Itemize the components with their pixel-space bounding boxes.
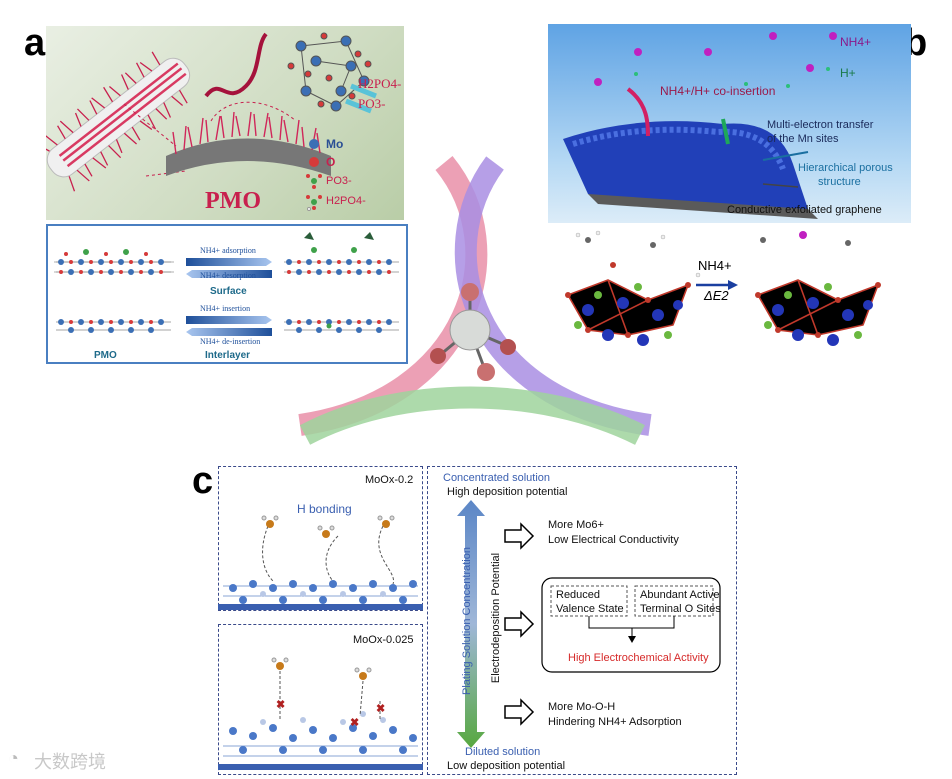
desorption-label: NH4+ desorption <box>200 271 256 280</box>
structure-left <box>565 230 701 346</box>
nh4-adsorbed-2 <box>317 525 335 538</box>
diluted-label: Diluted solution <box>465 746 541 758</box>
adsorption-label: NH4+ adsorption <box>200 246 256 255</box>
arrow-right-3 <box>504 698 535 726</box>
surface-label: Surface <box>210 286 247 297</box>
abundant-label-2: Terminal O Sites <box>640 603 721 615</box>
pmo-nanowire-illustration <box>46 32 377 211</box>
nh4-adsorbed-1 <box>261 515 279 528</box>
abundant-label-1: Abundant Active <box>640 589 720 601</box>
pmo-molecule <box>287 32 372 112</box>
desorption-arrow <box>186 270 272 278</box>
interlayer-chain-left <box>56 319 171 333</box>
surface-chain-right <box>284 232 399 275</box>
reduced-label-2: Valence State <box>556 603 624 615</box>
insertion-label: NH4+ insertion <box>200 304 251 313</box>
legend-mo-label: Mo <box>326 137 344 151</box>
reduced-box <box>550 585 628 617</box>
structure-right <box>755 231 881 346</box>
blocked-x-icon-3: ✖ <box>376 703 385 715</box>
nh4-free-1 <box>271 657 289 670</box>
pmo-title: PMO <box>205 188 261 214</box>
legend-o-label: O <box>326 155 336 169</box>
blocked-x-icon-2: ✖ <box>350 717 359 729</box>
nh4-adsorbed-3 <box>377 515 395 528</box>
watermark-text: 大数跨境 <box>34 752 106 772</box>
panel-a-mechanism-box <box>46 224 408 364</box>
legend-po3-label: PO3- <box>326 175 352 187</box>
more-moh-label: More Mo-O-H <box>548 701 616 713</box>
arrow-right-1 <box>504 522 535 550</box>
axis-potential-label: Electrodeposition Potential <box>490 552 502 684</box>
legend-nh4-label: NH4+ <box>840 35 872 49</box>
legend-o-icon <box>309 157 319 167</box>
moox-surfaces-illustration: ✖ ✖ ✖ <box>218 515 423 770</box>
green-arc <box>299 386 645 445</box>
legend-po3-icon <box>306 174 322 189</box>
high-deposition-label: High deposition potential <box>447 486 568 498</box>
axis-concentration-label: Plating Solution Concentration <box>461 547 473 695</box>
interlayer-chain-right <box>284 319 399 333</box>
pink-arc <box>298 156 488 436</box>
coinsertion-label: NH4+/H+ co-insertion <box>660 84 776 98</box>
nh4-free-2 <box>354 667 372 680</box>
low-deposition-label: Low deposition potential <box>447 760 566 772</box>
surface-0025: ✖ ✖ ✖ <box>218 657 423 770</box>
adsorption-arrow <box>186 258 272 266</box>
concentration-gradient-arrow <box>457 500 721 748</box>
structure-arrow-bottom-label: ΔE2 <box>704 288 729 303</box>
panel-a-letter: a <box>24 22 46 64</box>
surface-02 <box>218 515 423 610</box>
moox-0025-label: MoOx-0.025 <box>353 634 414 646</box>
reduced-label-1: Reduced <box>556 589 601 601</box>
pmo-small-label: PMO <box>94 350 117 361</box>
activity-box <box>541 577 721 673</box>
nh4-molecule-icon <box>430 283 516 381</box>
graphene-label: Conductive exfoliated graphene <box>727 204 882 216</box>
hierarchical-label-2: structure <box>818 176 861 188</box>
mn-structure-illustration <box>565 230 881 346</box>
moox-02-label: MoOx-0.2 <box>365 474 414 486</box>
panel-c-letter: c <box>192 460 214 502</box>
high-activity-label: High Electrochemical Activity <box>568 652 709 664</box>
hierarchical-label-1: Hierarchical porous <box>798 162 893 174</box>
ion-label-h2po4: H2PO4- <box>358 76 402 91</box>
more-mo-label: More Mo6+ <box>548 519 604 531</box>
arrow-right-2 <box>504 610 535 638</box>
deinsertion-arrow <box>186 328 272 336</box>
structure-arrow-top-label: NH4+ <box>698 258 732 273</box>
legend-h-label: H+ <box>840 66 856 80</box>
watermark-logo-icon: ◔ <box>8 748 19 768</box>
nanowire-bundle <box>46 51 191 192</box>
h-bonding-label: H bonding <box>297 502 352 516</box>
blocked-x-icon-1: ✖ <box>276 699 285 711</box>
pmo-layers-illustration <box>54 232 399 336</box>
deinsertion-label: NH4+ de-insertion <box>200 337 261 346</box>
legend-h2po4-icon <box>306 195 322 211</box>
concentrated-label: Concentrated solution <box>443 472 551 484</box>
legend-h2po4-label: H2PO4- <box>326 195 366 207</box>
purple-arc <box>454 156 652 436</box>
ion-label-po3: PO3- <box>358 96 386 111</box>
graphene-illustration <box>563 32 837 219</box>
insertion-arrow <box>186 316 272 324</box>
legend-mo-icon <box>309 139 319 149</box>
interlayer-label: Interlayer <box>205 350 251 361</box>
hindering-label: Hindering NH4+ Adsorption <box>548 716 682 728</box>
surface-chain-left <box>56 249 171 275</box>
low-conductivity-label: Low Electrical Conductivity <box>548 534 679 546</box>
multi-electron-label-2: of the Mn sites <box>767 133 839 145</box>
multi-electron-label-1: Multi-electron transfer <box>767 119 874 131</box>
